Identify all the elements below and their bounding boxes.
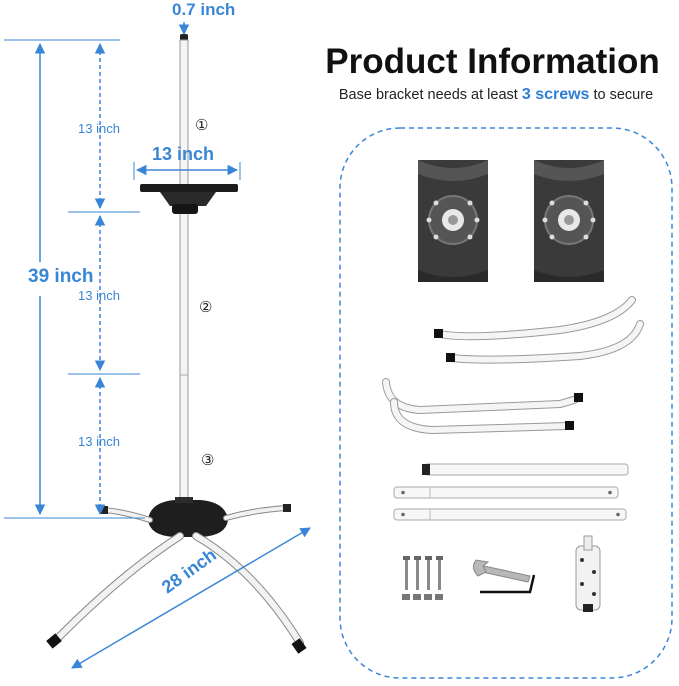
pole	[179, 39, 189, 511]
dimension-lines	[4, 22, 311, 669]
base-hub	[148, 497, 228, 537]
part-number-3: ③	[201, 451, 215, 469]
connector-icon	[575, 535, 601, 612]
pole-segment-icon	[393, 486, 619, 499]
segment-3-label: 13 inch	[78, 434, 120, 449]
subtitle-text-after: to secure	[593, 87, 654, 103]
pole-segment-icon	[393, 508, 627, 521]
tray-width-label: 13 inch	[152, 144, 215, 164]
subtitle-highlight: 3 screws	[521, 86, 590, 103]
pole-diameter-label: 0.7 inch	[172, 0, 236, 19]
wrench-icon	[472, 559, 531, 583]
mounting-plate-icon	[418, 160, 488, 282]
segment-2-label: 13 inch	[78, 288, 120, 303]
screw-icon	[402, 556, 443, 600]
product-info-title: Product Information	[325, 42, 660, 81]
subtitle-text-before: Base bracket needs at least	[338, 87, 518, 103]
pole-segment-icon	[422, 463, 629, 476]
segment-1-label: 13 inch	[78, 121, 120, 136]
curved-leg-icon	[382, 296, 644, 435]
part-number-2: ②	[199, 298, 213, 316]
hex-key-icon	[480, 574, 536, 594]
total-height-label: 39 inch	[28, 266, 94, 287]
product-info-subtitle: Base bracket needs at least 3 screws to …	[314, 86, 678, 104]
mounting-plate-icon	[534, 160, 604, 282]
part-number-1: ①	[195, 116, 209, 134]
parts-box	[339, 127, 673, 679]
tray	[140, 184, 238, 214]
